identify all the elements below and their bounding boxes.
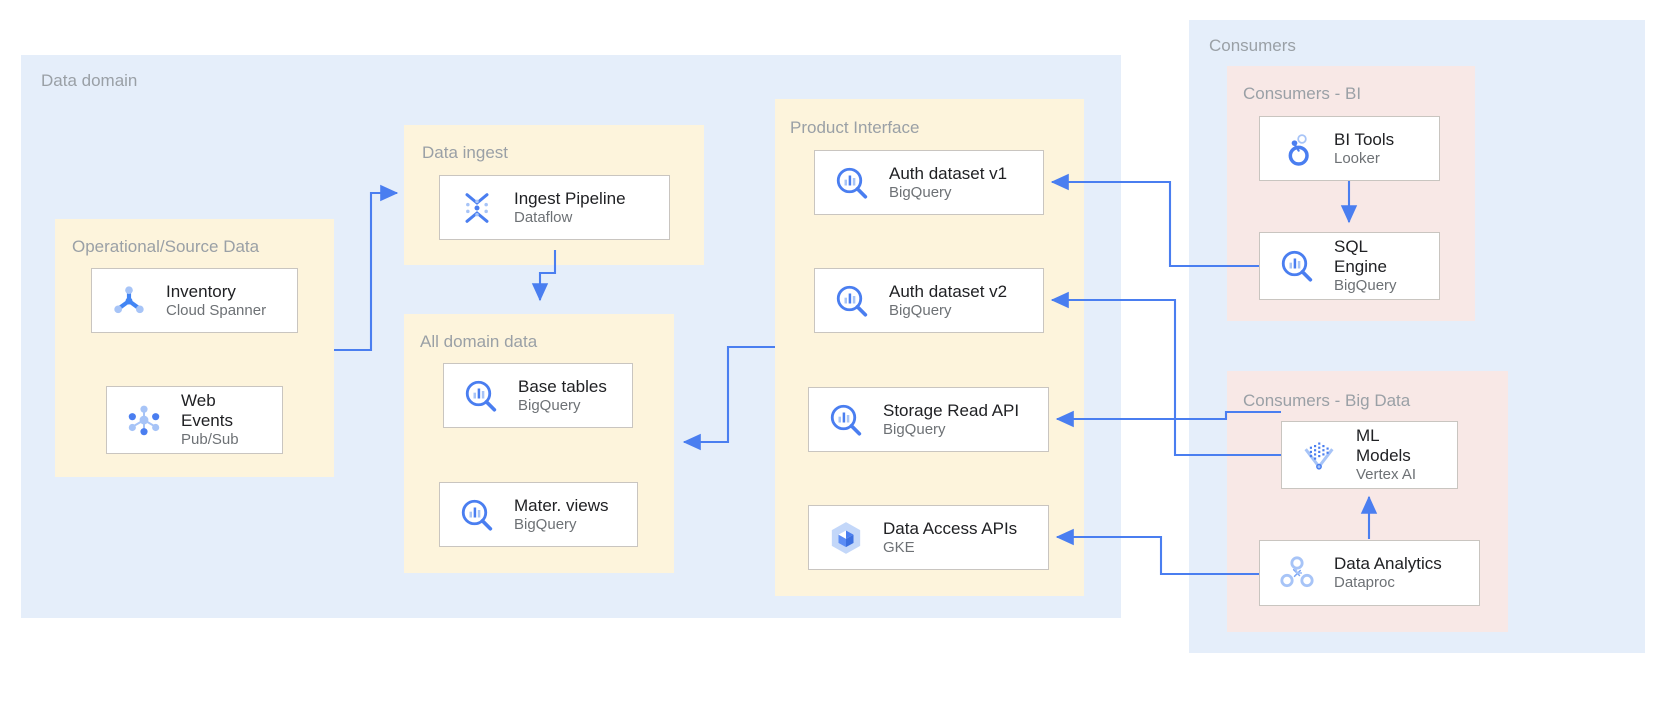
group-product-interface-label: Product Interface xyxy=(790,118,920,137)
node-auth-dataset-v1-title: Auth dataset v1 xyxy=(889,163,1008,183)
node-ingest-pipeline-subtitle: Dataflow xyxy=(514,208,573,226)
bigquery-icon xyxy=(823,397,869,443)
node-storage-read-api-title: Storage Read API xyxy=(883,400,1020,420)
node-auth-dataset-v1[interactable]: Auth dataset v1 BigQuery xyxy=(814,150,1044,215)
group-data-domain-label: Data domain xyxy=(41,71,138,90)
node-auth-dataset-v2-title: Auth dataset v2 xyxy=(889,281,1008,301)
looker-icon xyxy=(1274,126,1320,172)
pubsub-icon xyxy=(121,397,167,443)
group-data-ingest-label: Data ingest xyxy=(422,143,508,162)
group-consumers-label: Consumers xyxy=(1209,36,1296,55)
bigquery-icon xyxy=(458,373,504,419)
cloud-spanner-icon xyxy=(106,278,152,324)
node-ingest-pipeline-title: Ingest Pipeline xyxy=(514,188,626,208)
node-auth-dataset-v1-subtitle: BigQuery xyxy=(889,183,952,201)
node-storage-read-api[interactable]: Storage Read API BigQuery xyxy=(808,387,1049,452)
node-mater-views[interactable]: Mater. views BigQuery xyxy=(439,482,638,547)
node-sql-engine-title: SQL Engine xyxy=(1334,237,1387,277)
node-base-tables-title: Base tables xyxy=(518,376,607,396)
dataproc-icon xyxy=(1274,550,1320,596)
bigquery-icon xyxy=(454,492,500,538)
node-inventory[interactable]: Inventory Cloud Spanner xyxy=(91,268,298,333)
node-auth-dataset-v2-subtitle: BigQuery xyxy=(889,301,952,319)
node-sql-engine[interactable]: SQL Engine BigQuery xyxy=(1259,232,1440,300)
dataflow-icon xyxy=(454,185,500,231)
group-consumers-bi-label: Consumers - BI xyxy=(1243,84,1362,103)
bigquery-icon xyxy=(1274,243,1320,289)
node-storage-read-api-subtitle: BigQuery xyxy=(883,420,946,438)
group-operational-source-label: Operational/Source Data xyxy=(72,237,260,256)
node-mater-views-title: Mater. views xyxy=(514,495,609,515)
group-all-domain-data-label: All domain data xyxy=(420,332,538,351)
node-inventory-title: Inventory xyxy=(166,281,236,301)
node-ml-models-title: ML Models xyxy=(1356,426,1411,466)
node-auth-dataset-v2[interactable]: Auth dataset v2 BigQuery xyxy=(814,268,1044,333)
bigquery-icon xyxy=(829,278,875,324)
node-ml-models[interactable]: ML Models Vertex AI xyxy=(1281,421,1458,489)
node-bi-tools-title: BI Tools xyxy=(1334,129,1395,149)
node-data-access-apis-title: Data Access APIs xyxy=(883,518,1018,538)
node-data-analytics[interactable]: Data Analytics Dataproc xyxy=(1259,540,1480,606)
node-web-events-subtitle: Pub/Sub xyxy=(181,431,239,449)
group-consumers-big-data-label: Consumers - Big Data xyxy=(1243,391,1411,410)
node-base-tables[interactable]: Base tables BigQuery xyxy=(443,363,633,428)
node-web-events[interactable]: Web Events Pub/Sub xyxy=(106,386,283,454)
node-bi-tools[interactable]: BI Tools Looker xyxy=(1259,116,1440,181)
node-sql-engine-subtitle: BigQuery xyxy=(1334,277,1397,295)
vertex-ai-icon xyxy=(1296,432,1342,478)
bigquery-icon xyxy=(829,160,875,206)
node-data-access-apis[interactable]: Data Access APIs GKE xyxy=(808,505,1049,570)
node-ingest-pipeline[interactable]: Ingest Pipeline Dataflow xyxy=(439,175,670,240)
node-ml-models-subtitle: Vertex AI xyxy=(1356,466,1417,484)
node-inventory-subtitle: Cloud Spanner xyxy=(166,301,267,319)
node-web-events-title: Web Events xyxy=(181,391,233,431)
node-bi-tools-subtitle: Looker xyxy=(1334,149,1380,167)
gke-icon xyxy=(823,515,869,561)
node-data-analytics-subtitle: Dataproc xyxy=(1334,574,1395,592)
node-data-access-apis-subtitle: GKE xyxy=(883,538,915,556)
node-mater-views-subtitle: BigQuery xyxy=(514,515,577,533)
node-data-analytics-title: Data Analytics xyxy=(1334,554,1442,574)
node-base-tables-subtitle: BigQuery xyxy=(518,396,581,414)
